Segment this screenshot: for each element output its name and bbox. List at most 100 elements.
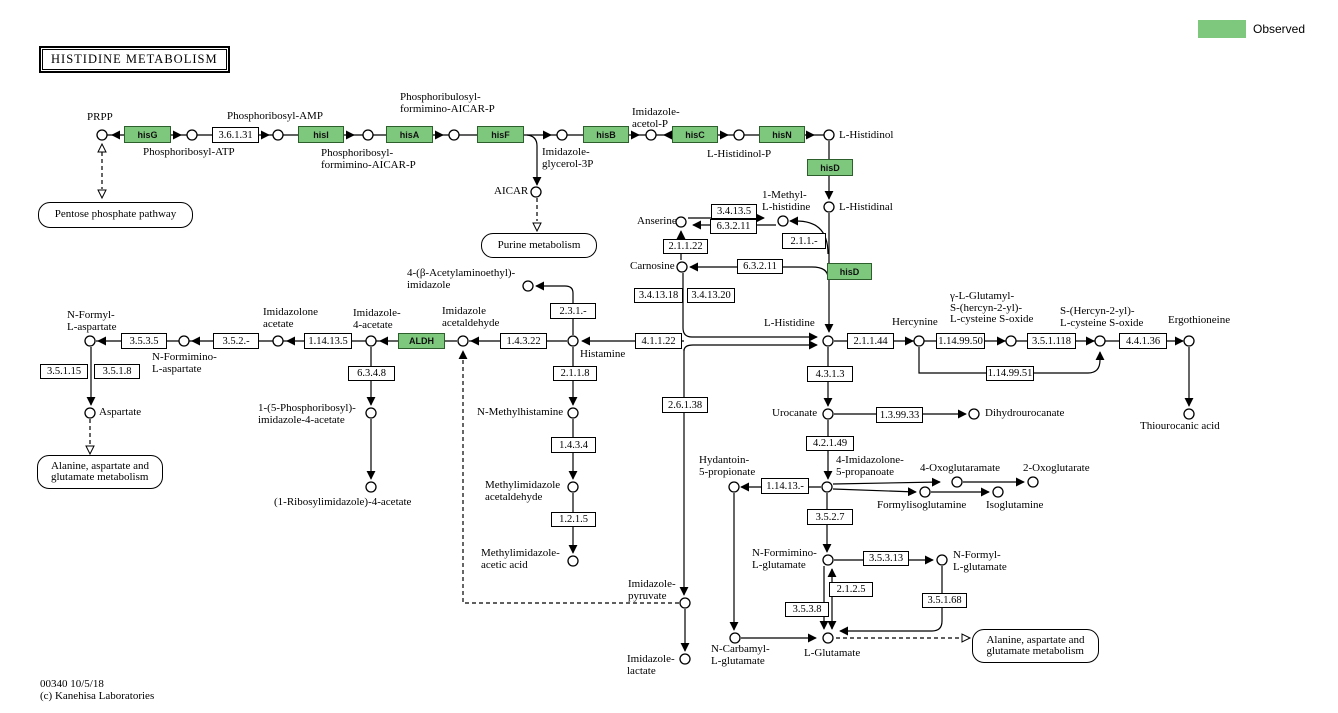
enzyme-box[interactable]: 1.14.99.50 [936, 333, 985, 349]
compound-node-aicar[interactable] [530, 186, 542, 198]
compound-node-4-beta-acetylaminoethyl-imidazole[interactable] [522, 280, 534, 292]
enzyme-box[interactable]: 3.4.13.18 [634, 288, 683, 303]
enzyme-box[interactable]: 6.3.2.11 [737, 259, 783, 274]
compound-node-urocanate[interactable] [822, 408, 834, 420]
enzyme-box[interactable]: 3.5.3.5 [121, 333, 167, 349]
linked-pathway-box[interactable]: Pentose phosphate pathway [38, 202, 193, 228]
enzyme-box[interactable]: 2.6.1.38 [662, 397, 708, 413]
enzyme-box[interactable]: 3.5.2.7 [807, 509, 853, 525]
enzyme-box[interactable]: 2.1.2.5 [829, 582, 873, 597]
compound-node-gamma-l-glutamyl-s-hercyn-2-yl-l-cysteine-s-oxide[interactable] [1005, 335, 1017, 347]
compound-node-imidazole-lactate[interactable] [679, 653, 691, 665]
gene-box-hisd[interactable]: hisD [807, 159, 853, 176]
compound-node-s-hercyn-2-yl-l-cysteine-s-oxide[interactable] [1094, 335, 1106, 347]
enzyme-box[interactable]: 3.5.1.118 [1027, 333, 1076, 349]
enzyme-box[interactable]: 2.1.1.- [782, 233, 826, 249]
compound-node-imidazole-glycerol-3p[interactable] [556, 129, 568, 141]
compound-node-imidazole-pyruvate[interactable] [679, 597, 691, 609]
compound-node-phosphoribosyl-atp[interactable] [186, 129, 198, 141]
compound-node-n-methylhistamine[interactable] [567, 407, 579, 419]
enzyme-box[interactable]: 1.2.1.5 [551, 512, 596, 527]
compound-node-prpp[interactable] [96, 129, 108, 141]
compound-node-anserine[interactable] [675, 216, 687, 228]
gene-box-hisa[interactable]: hisA [386, 126, 433, 143]
gene-box-hisb[interactable]: hisB [583, 126, 629, 143]
compound-node-carnosine[interactable] [676, 261, 688, 273]
compound-node-n-formyl-l-aspartate[interactable] [84, 335, 96, 347]
enzyme-box[interactable]: 1.4.3.22 [500, 333, 547, 349]
compound-node-isoglutamine[interactable] [992, 486, 1004, 498]
enzyme-box[interactable]: 3.5.1.68 [922, 593, 967, 608]
gene-box-hisd[interactable]: hisD [827, 263, 872, 280]
compound-node-phosphoribosyl-amp[interactable] [272, 129, 284, 141]
enzyme-box[interactable]: 3.5.3.13 [863, 551, 909, 566]
compound-node-1-methyl-l-histidine[interactable] [777, 215, 789, 227]
compound-node-n-formimino-l-glutamate[interactable] [822, 554, 834, 566]
enzyme-box[interactable]: 3.4.13.5 [711, 204, 757, 219]
compound-node-imidazole-4-acetate[interactable] [365, 335, 377, 347]
enzyme-box[interactable]: 6.3.2.11 [710, 219, 757, 234]
enzyme-box[interactable]: 4.1.1.22 [635, 333, 682, 349]
gene-box-hisc[interactable]: hisC [672, 126, 718, 143]
compound-node-1-5-phosphoribosyl-imidazole-4-acetate[interactable] [365, 407, 377, 419]
compound-node-n-formyl-l-glutamate[interactable] [936, 554, 948, 566]
compound-node-hydantoin-5-propionate[interactable] [728, 481, 740, 493]
enzyme-box[interactable]: 2.1.1.8 [553, 366, 597, 381]
enzyme-box[interactable]: 1.14.13.5 [304, 333, 352, 349]
enzyme-box[interactable]: 3.5.1.15 [40, 364, 88, 379]
compound-node-dihydrourocanate[interactable] [968, 408, 980, 420]
enzyme-box[interactable]: 3.6.1.31 [212, 127, 259, 143]
compound-node-ergothioneine[interactable] [1183, 335, 1195, 347]
compound-node-aspartate[interactable] [84, 407, 96, 419]
compound-node-1-ribosylimidazole-4-acetate[interactable] [365, 481, 377, 493]
linked-pathway-box[interactable]: Alanine, aspartate and glutamate metabol… [972, 629, 1099, 663]
enzyme-box[interactable]: 2.1.1.22 [663, 239, 708, 254]
compound-node-2-oxoglutarate[interactable] [1027, 476, 1039, 488]
compound-node-l-histidinol-p[interactable] [733, 129, 745, 141]
gene-box-hisi[interactable]: hisI [298, 126, 344, 143]
enzyme-box[interactable]: 3.4.13.20 [687, 288, 735, 303]
compound-node-4-oxoglutaramate[interactable] [951, 476, 963, 488]
compound-node-4-imidazolone-5-propanoate[interactable] [821, 481, 833, 493]
compound-node-methylimidazole-acetaldehyde[interactable] [567, 481, 579, 493]
compound-node-imidazole-acetol-p[interactable] [645, 129, 657, 141]
enzyme-box[interactable]: 3.5.1.8 [94, 364, 140, 379]
gene-box-hisg[interactable]: hisG [124, 126, 171, 143]
compound-node-n-carbamyl-l-glutamate[interactable] [729, 632, 741, 644]
compound-node-phosphoribulosyl-formimino-aicar-p[interactable] [448, 129, 460, 141]
enzyme-box[interactable]: 1.14.99.51 [986, 366, 1034, 381]
compound-label: N-Formimino- L-glutamate [752, 547, 817, 571]
enzyme-box[interactable]: 4.2.1.49 [806, 436, 854, 451]
enzyme-box[interactable]: 1.3.99.33 [876, 407, 923, 423]
enzyme-box[interactable]: 1.14.13.- [761, 478, 809, 494]
enzyme-box[interactable]: 3.5.3.8 [785, 602, 829, 617]
compound-node-l-histidinol[interactable] [823, 129, 835, 141]
enzyme-box[interactable]: 3.5.2.- [213, 333, 259, 349]
compound-node-l-glutamate[interactable] [822, 632, 834, 644]
enzyme-box[interactable]: 6.3.4.8 [348, 366, 395, 381]
compound-node-n-formimino-l-aspartate[interactable] [178, 335, 190, 347]
compound-node-l-histidine[interactable] [822, 335, 834, 347]
linked-pathway-box[interactable]: Purine metabolism [481, 233, 597, 258]
compound-node-imidazolone-acetate[interactable] [272, 335, 284, 347]
enzyme-box[interactable]: 1.4.3.4 [551, 437, 596, 453]
compound-label: 4-Oxoglutaramate [920, 462, 1001, 474]
gene-box-aldh[interactable]: ALDH [398, 333, 445, 349]
compound-node-imidazole-acetaldehyde[interactable] [457, 335, 469, 347]
compound-node-histamine[interactable] [567, 335, 579, 347]
compound-node-formylisoglutamine[interactable] [919, 486, 931, 498]
linked-pathway-box[interactable]: Alanine, aspartate and glutamate metabol… [37, 455, 163, 489]
enzyme-box[interactable]: 4.4.1.36 [1119, 333, 1167, 349]
compound-label: Phosphoribulosyl- formimino-AICAR-P [400, 91, 495, 115]
compound-node-l-histidinal[interactable] [823, 201, 835, 213]
compound-node-hercynine[interactable] [913, 335, 925, 347]
compound-node-methylimidazole-acetic-acid[interactable] [567, 555, 579, 567]
enzyme-box[interactable]: 2.1.1.44 [847, 333, 894, 349]
enzyme-box[interactable]: 4.3.1.3 [807, 366, 853, 382]
enzyme-box[interactable]: 2.3.1.- [550, 303, 596, 319]
compound-label: L-Histidinol-P [707, 148, 772, 160]
compound-node-thiourocanic-acid[interactable] [1183, 408, 1195, 420]
gene-box-hisn[interactable]: hisN [759, 126, 805, 143]
compound-node-phosphoribosyl-formimino-aicar-p[interactable] [362, 129, 374, 141]
gene-box-hisf[interactable]: hisF [477, 126, 524, 143]
